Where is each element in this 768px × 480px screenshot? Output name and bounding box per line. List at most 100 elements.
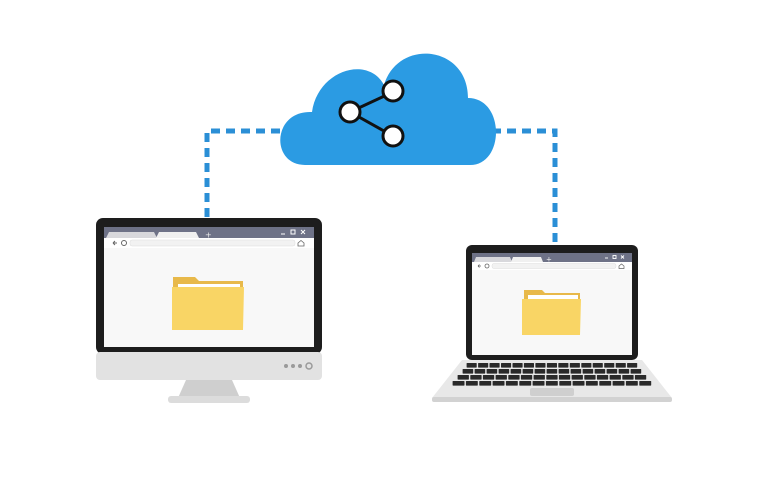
keyboard-key [634, 375, 647, 380]
keyboard-key [505, 381, 518, 386]
keyboard-key [510, 369, 522, 374]
keyboard-key [470, 375, 482, 380]
keyboard-key [585, 381, 598, 386]
monitor-chin [96, 352, 322, 380]
keyboard-key [609, 375, 621, 380]
keyboard-key [534, 369, 546, 374]
keyboard-key [522, 369, 534, 374]
keyboard-key [474, 369, 486, 374]
keyboard-key [558, 369, 570, 374]
keyboard-key [615, 363, 626, 368]
keyboard-key [558, 375, 571, 380]
keyboard-key [546, 369, 558, 374]
laptop-nav[interactable] [477, 263, 490, 269]
keyboard-key [569, 363, 580, 368]
laptop-base-edge [432, 397, 672, 402]
monitor-neck [178, 380, 240, 398]
keyboard-key [532, 381, 545, 386]
desktop-new-tab-button[interactable]: + [205, 231, 212, 240]
connector-left [204, 128, 280, 218]
laptop-tab-2[interactable] [511, 257, 543, 262]
keyboard-key [570, 369, 582, 374]
folder-icon [172, 277, 244, 330]
keyboard-key [606, 369, 618, 374]
desktop-address-bar[interactable] [129, 239, 296, 247]
keyboard-key [582, 369, 594, 374]
keyboard-key [546, 375, 558, 380]
keyboard-key [545, 381, 558, 386]
laptop: + [432, 245, 672, 402]
cloud [280, 53, 497, 165]
keyboard-key [596, 375, 609, 380]
keyboard-key [492, 381, 505, 386]
keyboard-key [495, 375, 507, 380]
keyboard-key [630, 369, 642, 374]
keyboard-key [559, 381, 572, 386]
keyboard-key [465, 381, 478, 386]
keyboard-key [599, 381, 612, 386]
laptop-window-controls[interactable] [605, 255, 625, 259]
keyboard-key [478, 363, 489, 368]
keyboard-key [594, 369, 606, 374]
keyboard-key [584, 375, 596, 380]
keyboard-key [625, 381, 638, 386]
desktop-nav[interactable] [112, 240, 127, 246]
keyboard-key [533, 375, 545, 380]
keyboard-key [571, 375, 583, 380]
desktop-monitor: + [96, 218, 322, 403]
close-icon [620, 255, 625, 259]
laptop-keyboard [452, 363, 652, 386]
keyboard-key [462, 369, 474, 374]
keyboard-key [604, 363, 615, 368]
keyboard-key [618, 369, 630, 374]
keyboard-key [482, 375, 495, 380]
keyboard-key [479, 381, 492, 386]
close-icon [300, 229, 306, 235]
keyboard-key [592, 363, 603, 368]
back-arrow-icon [477, 264, 481, 268]
keyboard-key [627, 363, 638, 368]
refresh-icon [484, 263, 490, 269]
keyboard-key [520, 375, 533, 380]
laptop-home-icon[interactable] [618, 263, 625, 269]
monitor-buttons [284, 362, 313, 370]
keyboard-key [457, 375, 469, 380]
refresh-icon [121, 240, 127, 246]
keyboard-key [508, 375, 520, 380]
keyboard-key [498, 369, 510, 374]
laptop-new-tab-button[interactable]: + [546, 256, 552, 264]
desktop-window-controls[interactable] [281, 229, 306, 235]
laptop-titlebar [472, 253, 632, 262]
back-arrow-icon [112, 240, 117, 246]
keyboard-key [612, 381, 625, 386]
keyboard-key [639, 381, 652, 386]
folder-icon [522, 290, 581, 335]
connector-right [492, 128, 558, 246]
keyboard-key [489, 363, 500, 368]
laptop-tab-1[interactable] [474, 257, 512, 262]
keyboard-key [466, 363, 477, 368]
share-icon [338, 79, 405, 148]
laptop-trackpad[interactable] [530, 388, 574, 396]
keyboard-key [622, 375, 634, 380]
keyboard-key [535, 363, 546, 368]
keyboard-key [452, 381, 465, 386]
maximize-icon [612, 255, 617, 259]
keyboard-key [558, 363, 569, 368]
keyboard-key [572, 381, 585, 386]
laptop-address-bar[interactable] [491, 263, 617, 269]
desktop-home-icon[interactable] [297, 239, 305, 247]
keyboard-key [512, 363, 523, 368]
keyboard-key [546, 363, 557, 368]
monitor-base [168, 396, 250, 403]
keyboard-key [523, 363, 534, 368]
keyboard-key [581, 363, 592, 368]
desktop-titlebar [104, 227, 314, 238]
desktop-tab-1[interactable] [106, 232, 157, 238]
keyboard-key [486, 369, 498, 374]
keyboard-key [501, 363, 512, 368]
keyboard-key [519, 381, 532, 386]
maximize-icon [290, 229, 296, 235]
desktop-tab-2[interactable] [156, 232, 199, 238]
